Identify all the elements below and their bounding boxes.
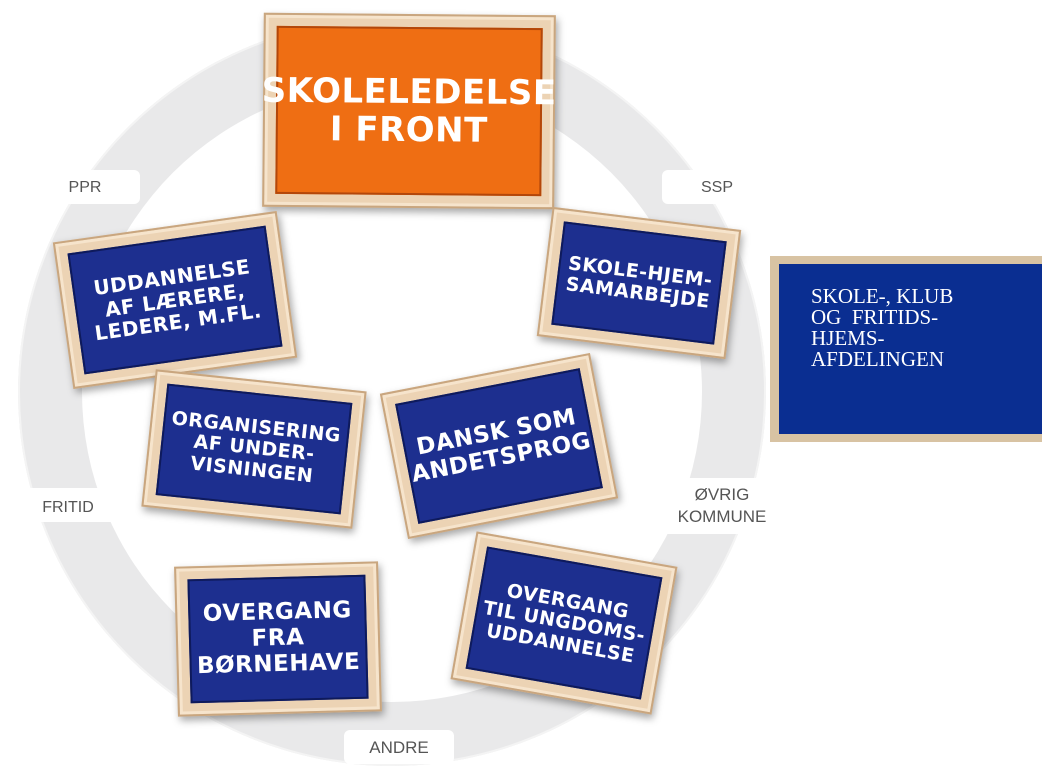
board-text: BØRNEHAVE — [196, 648, 361, 679]
label-ovrig-kommune: ØVRIG KOMMUNE — [662, 478, 782, 534]
board-skoleledelse: SKOLELEDELSE I FRONT — [262, 12, 557, 210]
board-face: ORGANISERING AF UNDER- VISNINGEN — [155, 383, 353, 515]
board-face: OVERGANG FRA BØRNEHAVE — [187, 574, 369, 704]
board-text: SKOLELEDELSE — [261, 70, 557, 114]
info-box-text: HJEMS- — [811, 326, 885, 350]
board-face: UDDANNELSE AF LÆRERE, LEDERE, M.FL. — [67, 225, 283, 375]
board-text: FRA — [251, 624, 305, 652]
board-text: I FRONT — [329, 109, 488, 151]
info-box-skole-klub: SKOLE-, KLUB OG FRITIDS- HJEMS- AFDELING… — [770, 256, 1042, 442]
label-andre: ANDRE — [344, 730, 454, 764]
board-skole-hjem: SKOLE-HJEM- SAMARBEJDE — [536, 206, 742, 360]
label-fritid: FRITID — [18, 488, 118, 522]
board-face: SKOLELEDELSE I FRONT — [262, 25, 557, 197]
board-uddannelse: UDDANNELSE AF LÆRERE, LEDERE, M.FL. — [52, 210, 298, 390]
info-box-text: OG FRITIDS- — [811, 305, 939, 329]
board-overgang-bornehave: OVERGANG FRA BØRNEHAVE — [174, 561, 382, 717]
label-ppr: PPR — [30, 170, 140, 204]
board-face: DANSK SOM ANDETSPROG — [395, 368, 603, 524]
label-ssp: SSP — [662, 170, 772, 204]
info-box-text: SKOLE-, KLUB — [811, 284, 954, 308]
info-box-text: AFDELINGEN — [811, 347, 944, 371]
board-face: SKOLE-HJEM- SAMARBEJDE — [551, 221, 727, 345]
board-text: OVERGANG — [202, 597, 353, 628]
info-box-face: SKOLE-, KLUB OG FRITIDS- HJEMS- AFDELING… — [779, 264, 1042, 434]
board-face: OVERGANG TIL UNGDOMS- UDDANNELSE — [465, 546, 663, 700]
board-organisering: ORGANISERING AF UNDER- VISNINGEN — [141, 369, 367, 529]
